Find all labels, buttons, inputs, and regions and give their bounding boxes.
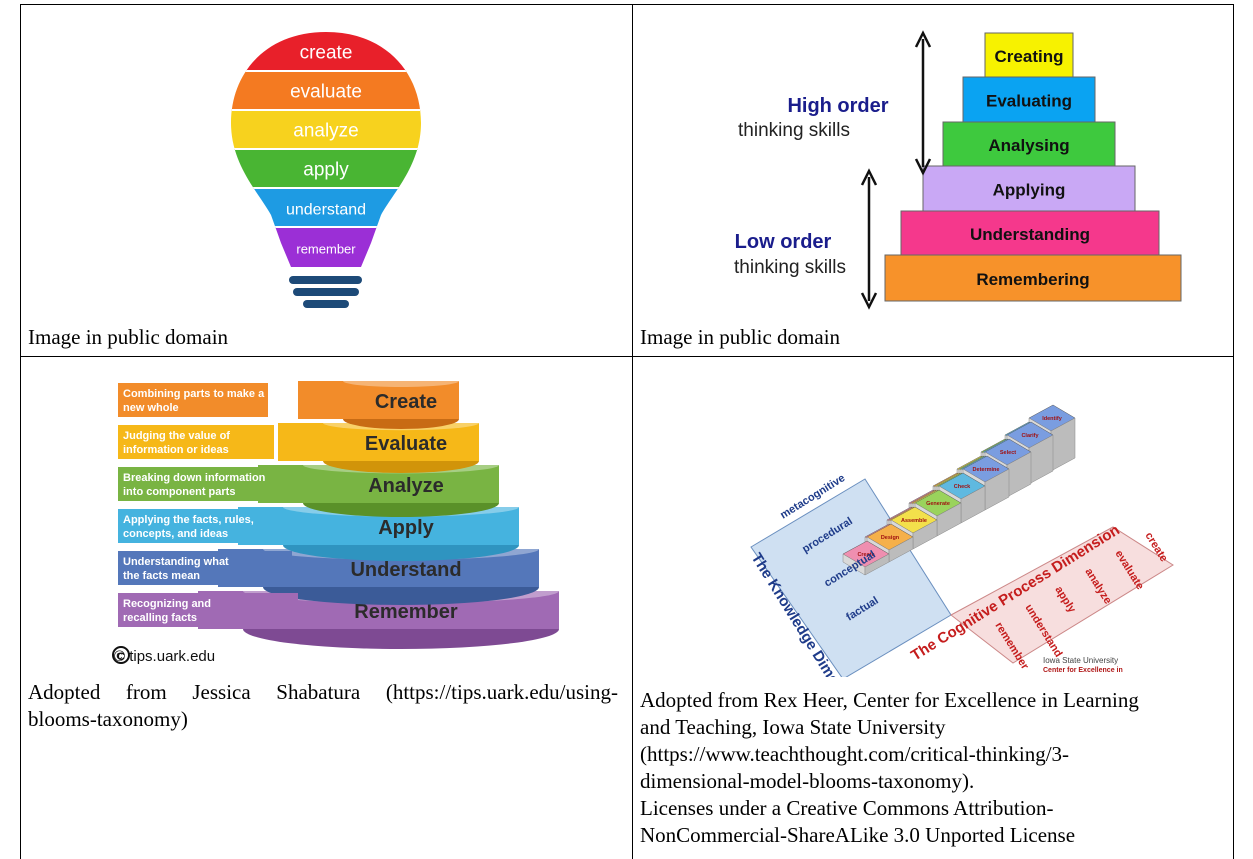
cube-cell-verb: Identify <box>1042 416 1062 422</box>
stack-desc: the facts mean <box>123 570 200 582</box>
pyramid-label-creating: Creating <box>995 47 1064 66</box>
bulb-base-ring <box>303 300 349 308</box>
cube-cell-verb: Select <box>1000 450 1016 456</box>
stack-desc-tab <box>118 383 268 417</box>
cube-cell-verb: Create <box>857 552 874 558</box>
bulb-cell: create evaluate analyze apply understand reme… <box>21 5 632 356</box>
cube-caption-line: Licenses under a Creative Commons Attrib… <box>640 796 1054 820</box>
cube-caption-line: (https://www.teachthought.com/critical-t… <box>640 742 1070 766</box>
high-order-sub: thinking skills <box>738 120 850 141</box>
stack-caption: Adopted from Jessica Shabatura (https://… <box>28 679 618 733</box>
bulb-base-ring <box>289 276 362 284</box>
bulb-label-create: create <box>300 43 353 64</box>
bulb-label-evaluate: evaluate <box>290 82 362 103</box>
cube-cell-verb: Design <box>881 535 900 541</box>
stack-desc: recalling facts <box>123 612 197 624</box>
cube-cell-verb: Determine <box>973 467 1000 473</box>
cube-figure: IdentifyRecallRecognizeListSummarizeClas… <box>748 404 1174 677</box>
stack-desc: Applying the facts, rules, <box>123 514 254 526</box>
stack-credit: © tips.uark.edu <box>114 648 215 665</box>
stack-level-apply: Apply <box>378 517 434 539</box>
bulb-label-analyze: analyze <box>293 121 359 142</box>
stack-desc: Combining parts to make a <box>123 388 265 400</box>
cube-cell-verb: Assemble <box>901 518 927 524</box>
pyramid-label-remembering: Remembering <box>976 270 1089 289</box>
stack-level-analyze: Analyze <box>368 475 444 497</box>
stack-desc-tab <box>118 551 292 585</box>
cube-caption-line: dimensional-model-blooms-taxonomy). <box>640 769 975 793</box>
stack-desc-tab <box>118 509 286 543</box>
stack-desc-tab <box>118 467 280 501</box>
stack-desc: Breaking down information <box>123 472 266 484</box>
pyramid-step-remembering <box>884 254 1182 302</box>
stack-desc: into component parts <box>123 486 235 498</box>
copyright-icon: C <box>112 646 130 664</box>
cube-caption: Adopted from Rex Heer, Center for Excell… <box>640 687 1230 849</box>
bulb-band-evaluate <box>231 71 421 111</box>
bulb-caption: Image in public domain <box>28 325 229 349</box>
stack-figure: RememberUnderstandApplyAnalyzeEvaluateCr… <box>112 375 559 665</box>
table-border-left <box>20 4 21 859</box>
pyramid-label-evaluating: Evaluating <box>986 92 1072 111</box>
cube-caption-line: NonCommercial-ShareALike 3.0 Unported Li… <box>640 823 1076 847</box>
isu-center: Center for Excellence in <box>1043 667 1123 674</box>
pyramid-step-analysing <box>942 121 1116 167</box>
table-border-right <box>1233 4 1234 859</box>
bulb-band-analyze <box>231 110 421 150</box>
low-order-title: Low order <box>735 231 832 253</box>
stack-level-evaluate: Evaluate <box>365 433 447 455</box>
stack-desc: concepts, and ideas <box>123 528 228 540</box>
cube-cell-verb: Generate <box>926 501 950 507</box>
cube-caption-line: Adopted from Rex Heer, Center for Excell… <box>640 688 1139 712</box>
table-border-middle <box>632 4 633 859</box>
high-order-title: High order <box>787 95 888 117</box>
stack-desc-tab <box>118 425 274 459</box>
pyramid-label-applying: Applying <box>993 181 1066 200</box>
pyramid-step-applying <box>922 165 1136 212</box>
stack-level-remember: Remember <box>354 601 458 623</box>
stack-desc: new whole <box>123 402 179 414</box>
pyramid-step-evaluating <box>962 76 1096 123</box>
stack-caption-line1: Adopted from Jessica Shabatura (https://… <box>28 680 618 704</box>
bulb-label-understand: understand <box>286 202 366 219</box>
cube-cell: IdentifyRecallRecognizeListSummarizeClas… <box>633 357 1233 859</box>
pyramid-caption: Image in public domain <box>640 325 841 349</box>
bulb-label-remember: remember <box>296 242 356 257</box>
cube-caption-line: and Teaching, Iowa State University <box>640 715 946 739</box>
svg-text:C: C <box>117 651 125 663</box>
stack-desc: Recognizing and <box>123 598 211 610</box>
stack-desc: information or ideas <box>123 444 229 456</box>
pyramid-step-creating <box>984 32 1074 78</box>
bulb-band-apply <box>231 149 421 189</box>
stack-desc: Understanding what <box>123 556 229 568</box>
stack-level-create: Create <box>375 391 437 413</box>
pyramid-figure: CreatingEvaluatingAnalysingApplyingUnder… <box>734 30 1182 310</box>
process-plane <box>950 526 1174 664</box>
cube-cell-verb: Clarify <box>1021 433 1039 439</box>
bulb-base-ring <box>293 288 359 296</box>
low-order-sub: thinking skills <box>734 257 846 278</box>
cube-cell-verb: Check <box>954 484 971 490</box>
table-border-row <box>20 356 1234 357</box>
bulb-figure: create evaluate analyze apply understand reme… <box>231 32 421 308</box>
stack-caption-line2: blooms-taxonomy) <box>28 707 188 731</box>
pyramid-label-understanding: Understanding <box>970 225 1090 244</box>
stack-level-understand: Understand <box>350 559 461 581</box>
table-border-top <box>20 4 1234 5</box>
high-order-arrow <box>914 30 932 176</box>
stack-desc-tab <box>118 593 298 627</box>
stack-desc: Judging the value of <box>123 430 230 442</box>
pyramid-label-analysing: Analysing <box>988 136 1069 155</box>
bulb-label-apply: apply <box>303 160 349 181</box>
low-order-arrow <box>860 168 878 310</box>
isu-name: Iowa State University <box>1043 656 1118 665</box>
